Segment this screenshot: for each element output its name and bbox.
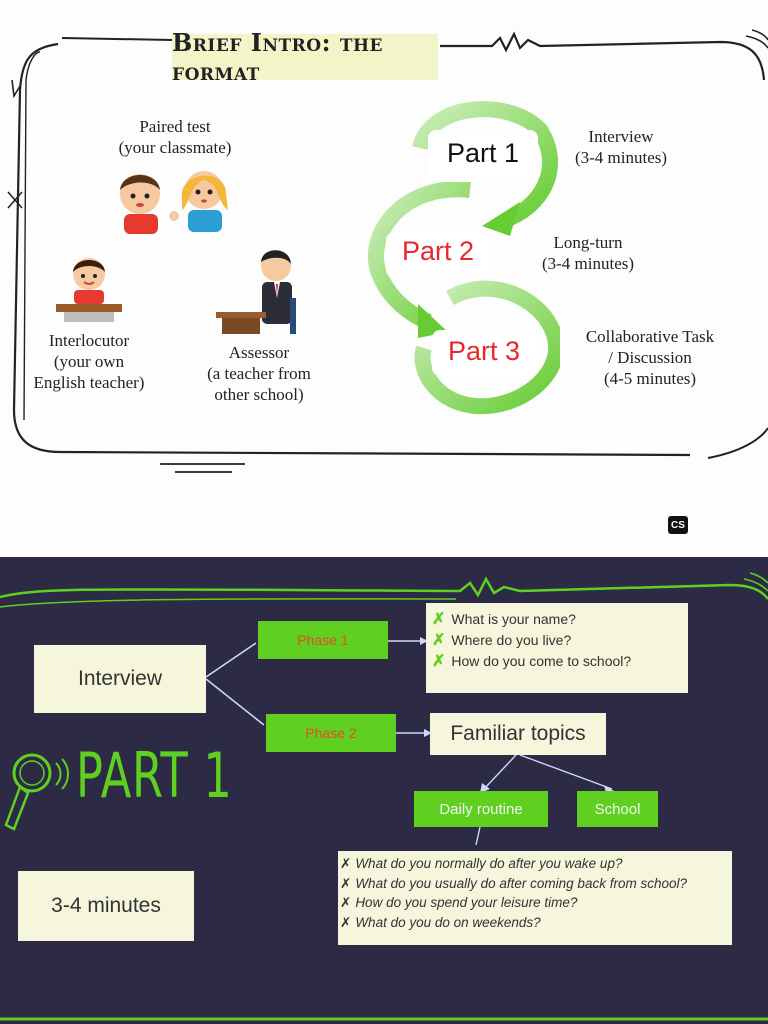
cross-icon: ✗ (340, 856, 352, 871)
phase-1-box: Phase 1 (258, 621, 388, 659)
routine-questions: ✗What do you normally do after you wake … (338, 851, 732, 945)
format-slide: Brief Intro: the format Paired test (you… (7, 28, 768, 534)
part1-slide: Interview Phase 1 Phase 2 ✗What is your … (0, 557, 768, 1024)
duration-box: 3-4 minutes (18, 871, 194, 941)
phase-2-box: Phase 2 (266, 714, 396, 752)
paired-test-label: Paired test (your classmate) (118, 117, 232, 157)
part-1-bg (428, 130, 538, 182)
interview-box: Interview (34, 645, 206, 713)
question-item: ✗What do you usually do after coming bac… (340, 875, 687, 891)
cross-icon: ✗ (432, 611, 446, 628)
part-1-label: Part 1 (446, 138, 520, 168)
cross-icon: ✗ (340, 914, 352, 930)
part-3-description: Collaborative Task / Discussion (4-5 min… (585, 327, 715, 388)
phase-1-questions: ✗What is your name? ✗Where do you live? … (426, 603, 688, 693)
part-1-description: Interview (3-4 minutes) (574, 127, 668, 167)
question-item: ✗What is your name? (432, 611, 576, 628)
part-title: PART 1 (76, 739, 233, 812)
question-item: ✗How do you come to school? (432, 653, 632, 670)
question-item: ✗How do you spend your leisure time? (340, 895, 578, 910)
question-item: ✗What do you do on weekends? (340, 914, 541, 930)
part-3-label: Part 3 (447, 336, 521, 366)
part-2-bg (386, 232, 490, 278)
familiar-topics-box: Familiar topics (430, 713, 606, 755)
question-item: ✗What do you normally do after you wake … (340, 856, 623, 871)
interlocutor-label: Interlocutor (your own English teacher) (33, 331, 145, 392)
students-illustration (120, 171, 228, 234)
part-2-description: Long-turn (3-4 minutes) (541, 233, 635, 273)
assessor-illustration (216, 250, 296, 334)
cross-icon: ✗ (432, 632, 446, 649)
question-item: ✗Where do you live? (432, 632, 572, 649)
interlocutor-illustration (56, 258, 122, 322)
cross-icon: ✗ (340, 895, 352, 910)
slide-title: Brief Intro: the format (172, 28, 438, 86)
camscanner-badge: CS (668, 516, 688, 534)
slide-frame (7, 29, 768, 473)
cross-icon: ✗ (432, 653, 446, 670)
assessor-label: Assessor (a teacher from other school) (207, 343, 311, 404)
daily-routine-box: Daily routine (414, 791, 548, 827)
school-box: School (577, 791, 658, 827)
part-2-label: Part 2 (401, 236, 475, 266)
slide-decor (0, 572, 768, 1021)
cross-icon: ✗ (340, 875, 352, 891)
part-3-bg (432, 330, 536, 376)
parts-cycle-diagram (368, 101, 560, 415)
